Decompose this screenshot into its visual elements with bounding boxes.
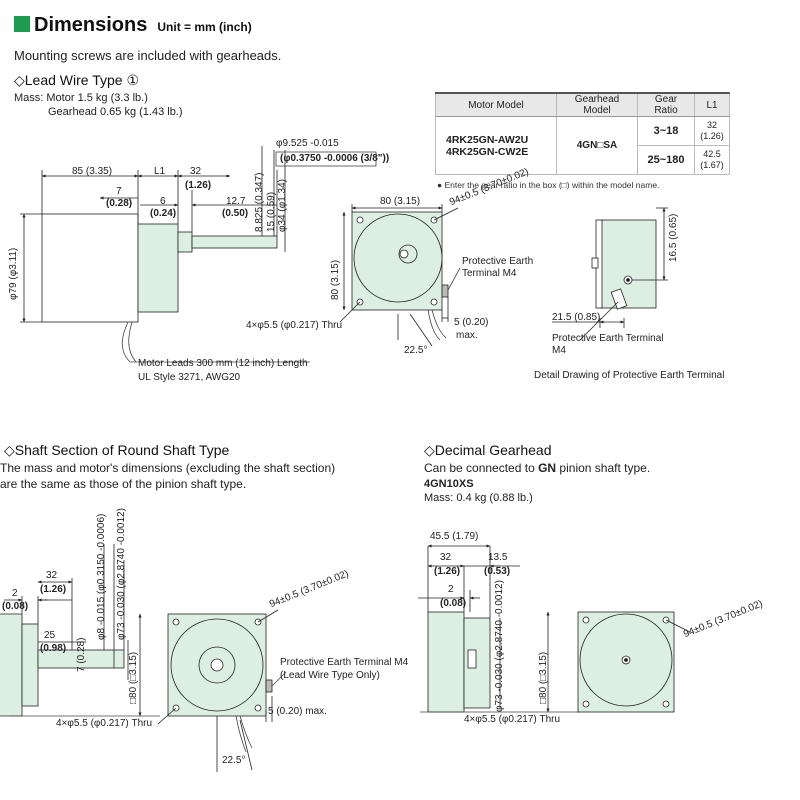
dim-holes: 4×φ5.5 (φ0.217) Thru	[246, 320, 343, 331]
shaft-heading: ◇Shaft Section of Round Shaft Type	[4, 442, 230, 458]
decimal-model: 4GN10XS	[424, 478, 474, 490]
decimal-dim-32: 32	[440, 552, 452, 563]
l1-cell: 42.5(1.67)	[694, 145, 730, 175]
dim-80-front: 80 (3.15)	[380, 196, 421, 207]
shaft-dim-25-inch: (0.98)	[40, 643, 67, 654]
dim-shaft-inch: (φ0.3750 -0.0006 (3/8"))	[280, 153, 390, 164]
decimal-desc: Can be connected to GN pinion shaft type…	[424, 461, 651, 475]
unit-label: Unit = mm (inch)	[157, 20, 252, 34]
decimal-side-body	[427, 611, 491, 713]
shaft-front-circle	[170, 618, 264, 712]
shaft-dim-phi8: φ8 -0.015 (φ0.3150 -0.0006)	[96, 513, 107, 640]
dim-80-front-v: 80 (3.15)	[330, 259, 341, 300]
lead-heading: ◇Lead Wire Type ①	[14, 72, 140, 88]
dim-12-7: 12.7	[226, 196, 246, 207]
table-note: ● Enter the gear ratio in the box (□) wi…	[437, 180, 660, 190]
shaft-dim-2-inch: (0.08)	[2, 601, 29, 612]
shaft-dim-80: □80 (□3.15)	[128, 651, 139, 704]
shaft-desc-1: The mass and motor's dimensions (excludi…	[0, 461, 336, 475]
shaft-pe-1: Protective Earth Terminal M4	[280, 657, 409, 668]
decimal-dim-phi73: φ73 -0.030 (φ2.8740 -0.0012)	[494, 580, 505, 712]
dim-12-7-inch: (0.50)	[222, 208, 249, 219]
dim-phi34: φ34 (φ1.34)	[277, 179, 288, 232]
intro-text: Mounting screws are included with gearhe…	[14, 48, 282, 63]
shaft-round	[37, 649, 125, 669]
shaft-dim-25: 25	[44, 630, 56, 641]
pe-label-1: Protective Earth	[462, 256, 534, 267]
dim-32: 32	[190, 166, 202, 177]
shaft-dim-22-5: 22.5°	[222, 755, 246, 766]
th-l1: L1	[694, 92, 730, 117]
lead-gearhead-body	[137, 223, 179, 313]
shaft-dim-phi73: φ73 -0.030 (φ2.8740 -0.0012)	[116, 508, 127, 640]
detail-pe-2: M4	[552, 345, 566, 356]
mass-gearhead: Gearhead 0.65 kg (1.43 lb.)	[48, 106, 183, 118]
decimal-dim-13-5: 13.5	[488, 552, 508, 563]
decimal-dim-45-5: 45.5 (1.79)	[430, 531, 479, 542]
decimal-heading: ◇Decimal Gearhead	[424, 442, 552, 458]
lead-wire	[121, 321, 131, 363]
dim-6: 6	[160, 196, 166, 207]
shaft-dim-32: 32	[46, 570, 58, 581]
dim-7-inch: (0.28)	[106, 198, 133, 209]
lead-front-circle	[353, 213, 443, 303]
decimal-dim-32-inch: (1.26)	[434, 566, 461, 577]
detail-pe-1: Protective Earth Terminal	[552, 333, 664, 344]
dim-l1: L1	[154, 166, 166, 177]
th-gearhead-model: Gearhead Model	[556, 92, 638, 117]
decimal-dim-holes: 4×φ5.5 (φ0.217) Thru	[464, 714, 561, 725]
detail-dim-16-5: 16.5 (0.65)	[668, 213, 679, 262]
dim-7: 7	[116, 186, 122, 197]
detail-dim-21-5: 21.5 (0.85)	[552, 312, 601, 323]
th-gear-ratio: Gear Ratio	[637, 92, 695, 117]
dim-6-inch: (0.24)	[150, 208, 177, 219]
decimal-mass: Mass: 0.4 kg (0.88 lb.)	[424, 492, 533, 504]
shaft-side-gearhead	[0, 613, 39, 717]
lead-shaft	[177, 231, 278, 253]
detail-drawing	[591, 219, 657, 309]
dim-8-825: 8.825 (0.347)	[254, 172, 265, 233]
motor-leads-2: UL Style 3271, AWG20	[138, 372, 241, 383]
decimal-front-circle	[579, 613, 673, 707]
mass-motor: Mass: Motor 1.5 kg (3.3 lb.)	[14, 92, 148, 104]
shaft-pe-2: (Lead Wire Type Only)	[280, 670, 380, 681]
shaft-dim-7: 7 (0.28)	[76, 637, 87, 672]
detail-caption: Detail Drawing of Protective Earth Termi…	[534, 370, 725, 381]
lead-motor-body	[41, 213, 139, 323]
lead-wire	[128, 321, 137, 363]
decimal-dim-13-5-inch: (0.53)	[484, 566, 511, 577]
dim-5-max: max.	[456, 330, 478, 341]
dim-5: 5 (0.20)	[454, 317, 489, 328]
ratio-cell: 25~180	[637, 145, 695, 175]
shaft-dim-2: 2	[12, 588, 18, 599]
spec-table: Motor Model Gearhead Model Gear Ratio L1…	[435, 92, 730, 175]
decimal-dim-80: □80 (□3.15)	[538, 651, 549, 704]
decimal-dim-2: 2	[448, 584, 454, 595]
title-square-icon	[14, 16, 30, 32]
shaft-dim-32-inch: (1.26)	[40, 584, 67, 595]
dim-phi79: φ79 (φ3.11)	[8, 247, 19, 300]
dim-22-5: 22.5°	[404, 345, 428, 356]
decimal-dim-2-inch: (0.08)	[440, 598, 467, 609]
dim-15: 15 (0.59)	[266, 191, 277, 232]
shaft-dim-holes: 4×φ5.5 (φ0.217) Thru	[56, 718, 153, 729]
dim-shaft-dia: φ9.525 -0.015	[276, 138, 339, 149]
l1-cell: 32(1.26)	[694, 116, 730, 146]
pe-label-2: Terminal M4	[462, 268, 517, 279]
dim-32-inch: (1.26)	[185, 180, 212, 191]
shaft-dim-5: 5 (0.20) max.	[268, 706, 327, 717]
dim-85: 85 (3.35)	[72, 166, 113, 177]
motor-leads-1: Motor Leads 300 mm (12 inch) Length	[138, 358, 308, 369]
shaft-desc-2: are the same as those of the pinion shaf…	[0, 477, 247, 491]
